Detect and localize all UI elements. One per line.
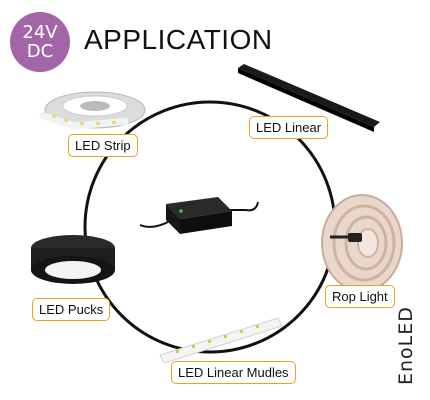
- led-linear-image: [238, 64, 380, 132]
- rop-light-image: [321, 194, 403, 292]
- brand-logo: EnoLED: [395, 306, 417, 385]
- led-strip-image: [38, 91, 146, 130]
- label-led-linear-mudles: LED Linear Mudles: [171, 361, 296, 384]
- label-led-strip: LED Strip: [68, 134, 138, 157]
- page-title: APPLICATION: [84, 24, 273, 55]
- voltage-badge-line2: DC: [26, 41, 54, 62]
- voltage-badge-line1: 24V: [22, 22, 58, 43]
- power-supply-image: [139, 197, 259, 234]
- led-linear-module-image: [159, 317, 283, 364]
- voltage-badge: 24V DC: [10, 12, 70, 72]
- label-led-linear: LED Linear: [249, 116, 329, 139]
- power-led-indicator: [179, 209, 183, 213]
- label-led-pucks: LED Pucks: [32, 298, 111, 321]
- label-rop-light: Rop Light: [325, 285, 395, 308]
- led-pucks-image: [31, 235, 115, 284]
